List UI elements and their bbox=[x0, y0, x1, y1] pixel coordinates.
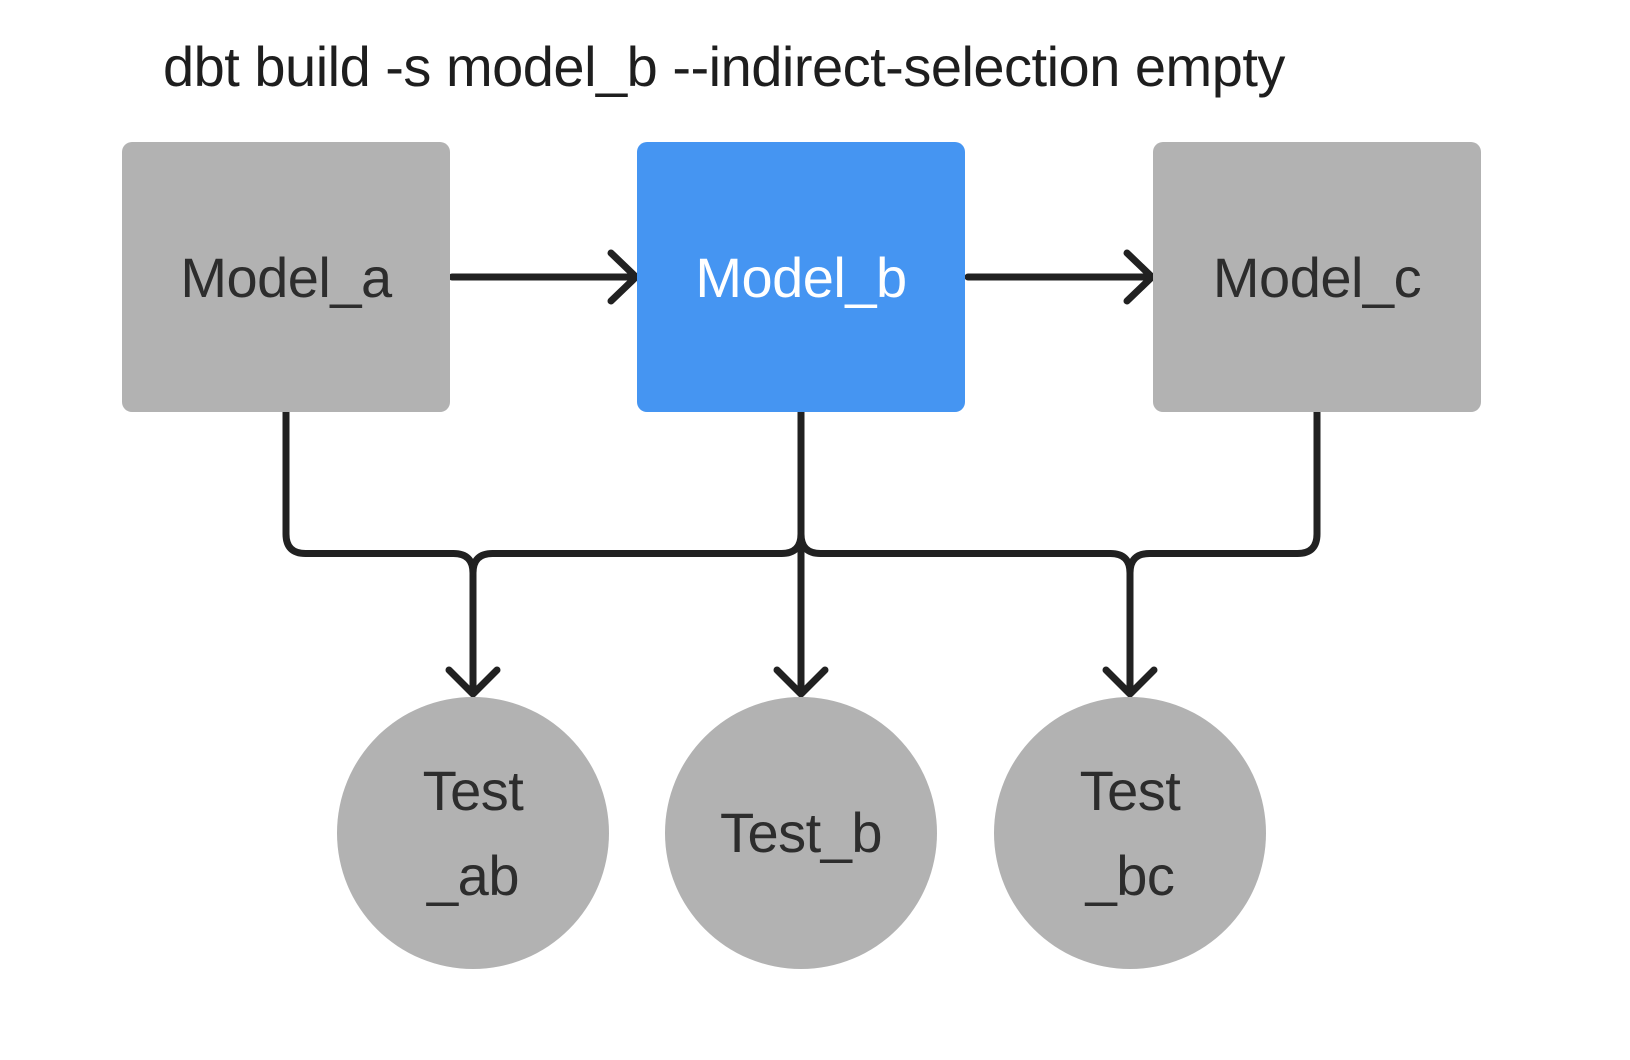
arrowhead-test-ab bbox=[445, 666, 501, 698]
arrowhead-model-c-left bbox=[1123, 249, 1156, 305]
node-test-bc-label-line1: Test bbox=[1079, 758, 1181, 822]
node-test-ab-label-line2: _ab bbox=[427, 844, 519, 907]
arrowhead-test-bc bbox=[1102, 666, 1158, 698]
node-model-a: Model_a bbox=[122, 142, 450, 412]
node-model-b-label: Model_b bbox=[695, 245, 907, 309]
node-model-c-label: Model_c bbox=[1212, 245, 1422, 309]
command-title: dbt build -s model_b --indirect-selectio… bbox=[163, 35, 1285, 98]
arrowhead-model-b-left bbox=[607, 249, 640, 305]
node-model-b-selected: Model_b bbox=[637, 142, 965, 412]
node-model-c: Model_c bbox=[1153, 142, 1481, 412]
node-test-bc: Test _bc bbox=[994, 697, 1266, 969]
node-test-ab-label-line1: Test bbox=[422, 758, 524, 822]
edge-model-c-to-test-bc bbox=[1126, 408, 1321, 694]
arrowhead-test-b bbox=[773, 666, 829, 698]
node-test-ab: Test _ab bbox=[337, 697, 609, 969]
edge-model-b-to-test-bc bbox=[797, 530, 1134, 577]
edge-model-a-to-test-ab bbox=[282, 408, 477, 694]
edge-model-b-to-test-ab bbox=[469, 530, 805, 577]
node-model-a-label: Model_a bbox=[180, 245, 392, 309]
node-test-bc-label-line2: _bc bbox=[1085, 844, 1175, 907]
node-test-b-label-line1: Test_b bbox=[720, 801, 883, 865]
node-test-b: Test_b bbox=[665, 697, 937, 969]
